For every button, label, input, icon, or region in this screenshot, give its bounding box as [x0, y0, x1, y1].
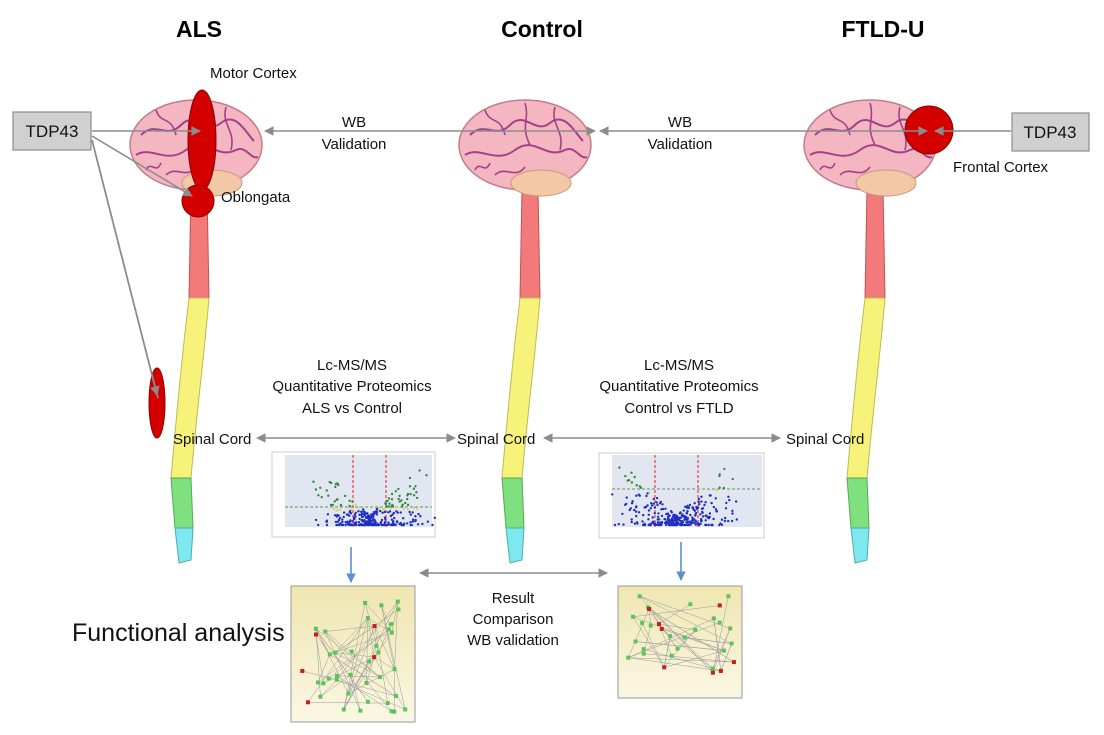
header-als: ALS	[176, 16, 222, 42]
result-line3: WB validation	[467, 632, 559, 649]
tdp43-label-left: TDP43	[26, 122, 79, 141]
arrow-tdp43-oblongata	[91, 135, 193, 197]
result-line1: Result	[492, 590, 535, 607]
tdp43-box-left: TDP43	[12, 111, 92, 151]
ms-right-line1: Lc-MS/MS	[644, 357, 714, 374]
spinal-cord-label-als: Spinal Cord	[173, 431, 251, 448]
ms-left-line3: ALS vs Control	[302, 400, 402, 417]
header-control: Control	[501, 16, 583, 42]
wb-right-line1: WB	[668, 114, 692, 131]
tdp43-label-right: TDP43	[1024, 123, 1077, 142]
ms-right-line3: Control vs FTLD	[624, 400, 733, 417]
spinal-cord-label-control: Spinal Cord	[457, 431, 535, 448]
frontal-cortex-label: Frontal Cortex	[953, 159, 1049, 176]
header-ftld: FTLD-U	[841, 16, 924, 42]
oblongata-lesion	[181, 184, 215, 218]
tdp43-box-right: TDP43	[1011, 112, 1090, 152]
arrow-tdp43-spinal-2	[91, 139, 159, 399]
wb-left-line2: Validation	[322, 136, 387, 153]
wb-right-line2: Validation	[648, 136, 713, 153]
spinal-cord-label-ftld: Spinal Cord	[786, 431, 864, 448]
ms-left-line2: Quantitative Proteomics	[272, 378, 431, 395]
motor-cortex-label: Motor Cortex	[210, 65, 297, 82]
volcano-plot-left	[271, 451, 436, 538]
spinal-lesion	[148, 367, 166, 439]
network-map-left	[290, 585, 416, 723]
oblongata-label: Oblongata	[221, 189, 291, 206]
network-map-right	[617, 585, 743, 699]
volcano-plot-right	[598, 452, 765, 539]
wb-left-line1: WB	[342, 114, 366, 131]
brain-control	[458, 99, 592, 197]
spinal-cord-ftld	[846, 187, 886, 564]
ms-left-line1: Lc-MS/MS	[317, 357, 387, 374]
motor-cortex-lesion	[187, 89, 217, 191]
functional-analysis-label: Functional analysis	[72, 619, 285, 647]
result-line2: Comparison	[473, 611, 554, 628]
ms-right-line2: Quantitative Proteomics	[599, 378, 758, 395]
arrows	[91, 126, 1011, 578]
spinal-cord-control	[501, 187, 541, 564]
spinal-cord-als	[170, 187, 210, 564]
frontal-cortex-lesion	[904, 105, 954, 155]
